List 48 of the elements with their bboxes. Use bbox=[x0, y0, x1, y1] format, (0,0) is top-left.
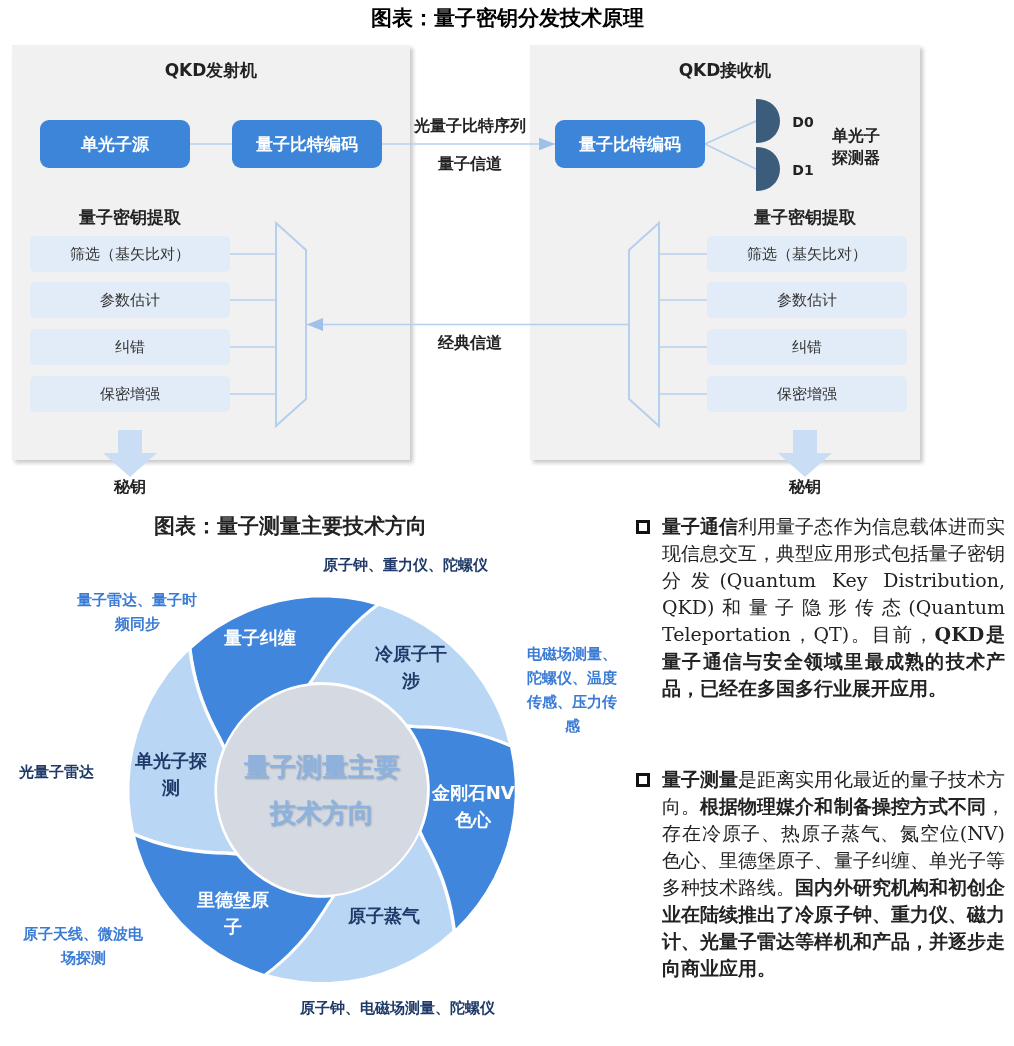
connector-line bbox=[659, 393, 708, 395]
connector-line bbox=[229, 346, 276, 348]
connector-line bbox=[704, 143, 757, 170]
application-note: 原子钟、重力仪、陀螺仪 bbox=[321, 555, 489, 576]
step-box: 参数估计 bbox=[707, 282, 907, 318]
chart-title: 图表：量子测量主要技术方向 bbox=[152, 512, 428, 540]
step-box: 参数估计 bbox=[30, 282, 230, 318]
detector-label: D1 bbox=[791, 161, 815, 180]
trapezoid-shape bbox=[275, 222, 307, 427]
connector-line bbox=[189, 143, 233, 145]
bullet-paragraph: 量子测量是距离实用化最近的量子技术方向。根据物理媒介和制备操控方式不同，存在冷原子、热原子蒸气、氮空位(NV)色心、里德堡原子、量子纠缠、单光子等多种技术路线。国内外研究机构和初创企业在陆续推出了冷原子钟、重力仪、磁力计、光量子雷达等样机和产品，并逐步走向商业应用。 bbox=[662, 767, 1005, 981]
block-arrow bbox=[778, 430, 832, 477]
connector-line bbox=[229, 253, 276, 255]
process-box: 量子比特编码 bbox=[232, 120, 382, 168]
detector-symbol bbox=[756, 147, 780, 191]
output-text: 秘钥 bbox=[100, 477, 160, 501]
detector-label: 单光子探测器 bbox=[830, 125, 881, 169]
chart-title: 图表：量子密钥分发技术原理 bbox=[369, 4, 645, 32]
connector-line bbox=[229, 393, 276, 395]
edge-label: 光量子比特序列 bbox=[413, 116, 527, 137]
connector-line bbox=[659, 346, 708, 348]
application-note: 电磁场测量、陀螺仪、温度传感、压力传感 bbox=[525, 644, 618, 737]
step-box: 筛选（基矢比对） bbox=[707, 236, 907, 272]
step-box: 纠错 bbox=[30, 329, 230, 365]
section-heading: 量子密钥提取 bbox=[78, 206, 182, 229]
section-heading: 量子密钥提取 bbox=[753, 206, 857, 229]
process-box: 量子比特编码 bbox=[555, 120, 705, 168]
step-box: 纠错 bbox=[707, 329, 907, 365]
arrow bbox=[306, 318, 629, 331]
process-box: 单光子源 bbox=[40, 120, 190, 168]
step-box: 保密增强 bbox=[707, 376, 907, 412]
block-arrow bbox=[103, 430, 157, 477]
connector-line bbox=[229, 299, 276, 301]
connector-line bbox=[704, 120, 757, 145]
connector-line bbox=[659, 253, 708, 255]
step-box: 筛选（基矢比对） bbox=[30, 236, 230, 272]
output-text: 秘钥 bbox=[775, 477, 835, 501]
detector-label: D0 bbox=[791, 113, 815, 132]
arrow bbox=[381, 137, 556, 151]
trapezoid-shape bbox=[628, 222, 660, 427]
bullet-paragraph: 量子通信利用量子态作为信息载体进而实现信息交互，典型应用形式包括量子密钥分发(Quantum Key Distribution, QKD)和量子隐形传态(Quantum Teleportation，QT)。目前，QKD是量子通信与安全领域里最成熟的技术产品，已经在多国多行业展开应用。 bbox=[662, 514, 1005, 701]
application-note: 光量子雷达 bbox=[17, 762, 95, 783]
step-box: 保密增强 bbox=[30, 376, 230, 412]
detector-symbol bbox=[756, 99, 780, 143]
channel-label: 量子信道 bbox=[437, 154, 503, 175]
edge-label: 经典信道 bbox=[437, 333, 503, 354]
application-note: 原子钟、电磁场测量、陀螺仪 bbox=[298, 998, 496, 1019]
connector-line bbox=[659, 299, 708, 301]
